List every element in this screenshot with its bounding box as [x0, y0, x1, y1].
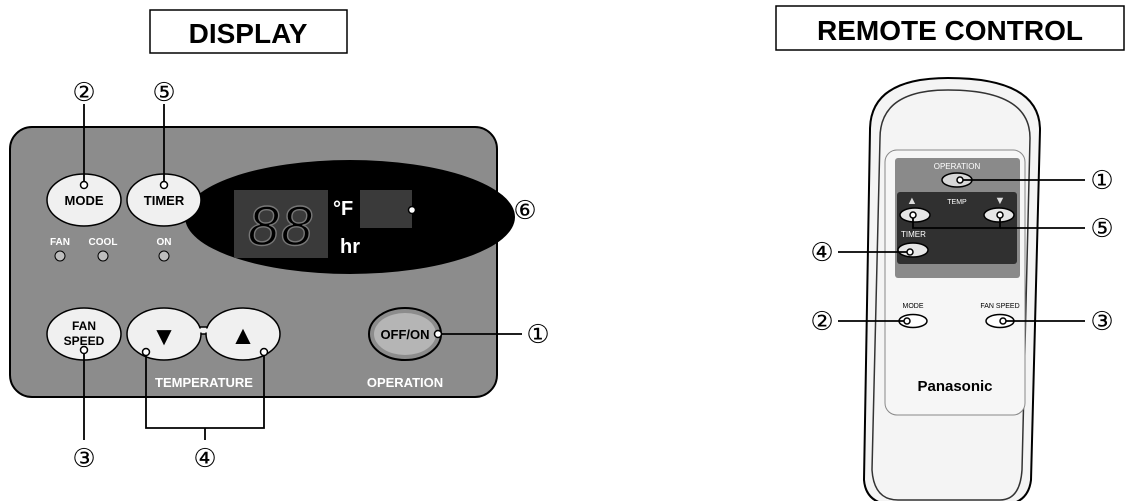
remote-mode-label: MODE — [903, 303, 924, 310]
remote-temp-label: TEMP — [947, 199, 967, 206]
operation-label: OPERATION — [367, 375, 443, 390]
off-on-button-label: OFF/ON — [380, 327, 429, 342]
remote-callout-dots — [903, 176, 1007, 325]
up-arrow-icon: ▲ — [230, 320, 256, 350]
display-callout-dots — [79, 180, 443, 357]
temp-up-button[interactable] — [205, 307, 281, 361]
remote-timer-label: TIMER — [901, 230, 926, 239]
timer-on-indicator-light — [158, 250, 170, 262]
temperature-button-bridge-cover — [199, 328, 209, 333]
callout-1-off-on: ① — [526, 320, 549, 350]
digit-box — [234, 190, 328, 258]
callout-5-timer: ⑤ — [152, 78, 175, 108]
remote-callout-5-temp: ⑤ — [1090, 214, 1113, 244]
timer-indicator-box — [360, 190, 412, 228]
timer-on-indicator-label: ON — [157, 237, 172, 248]
remote-operation-label: OPERATION — [934, 162, 981, 171]
fan-speed-label-line2: SPEED — [64, 334, 105, 348]
display-callout-lines — [83, 104, 522, 440]
remote-title: REMOTE CONTROL — [817, 15, 1083, 46]
display-title: DISPLAY — [189, 18, 308, 49]
remote-callout-1-operation: ① — [1090, 166, 1113, 196]
temp-down-button[interactable] — [126, 307, 202, 361]
unit-fahrenheit: °F — [333, 198, 353, 220]
remote-callout-2-mode: ② — [810, 307, 833, 337]
callout-4-temperature: ④ — [193, 444, 216, 474]
mode-button-label: MODE — [65, 193, 104, 208]
cool-indicator-light — [97, 250, 109, 262]
unit-hours: hr — [340, 236, 360, 258]
remote-callout-3-fan-speed: ③ — [1090, 307, 1113, 337]
remote-brand-logo: Panasonic — [917, 378, 992, 395]
remote-fan-speed-label: FAN SPEED — [980, 303, 1019, 310]
off-on-button-face — [374, 313, 436, 355]
callout-3-fan-speed: ③ — [72, 444, 95, 474]
callout-2-mode: ② — [72, 78, 95, 108]
digit-readout: 88 — [248, 194, 314, 257]
remote-title-box — [775, 5, 1125, 51]
remote-callout-lines — [838, 179, 1085, 322]
down-arrow-icon: ▼ — [151, 321, 177, 351]
remote-callout-numbers: ① ⑤ ④ ② ③ — [810, 166, 1113, 337]
remote-temp-down-arrow: ▼ — [995, 195, 1006, 207]
timer-button-label: TIMER — [144, 193, 185, 208]
fan-indicator-label: FAN — [50, 237, 70, 248]
display-callout-numbers: ② ⑤ ⑥ ① ③ ④ — [72, 78, 549, 474]
remote-callout-4-timer: ④ — [810, 238, 833, 268]
fan-indicator-light — [54, 250, 66, 262]
display-title-box — [149, 9, 348, 54]
callout-6-display: ⑥ — [513, 196, 536, 226]
cool-indicator-label: COOL — [89, 237, 118, 248]
temperature-label: TEMPERATURE — [155, 375, 253, 390]
fan-speed-label-line1: FAN — [72, 319, 96, 333]
remote-temp-up-arrow: ▲ — [907, 195, 918, 207]
